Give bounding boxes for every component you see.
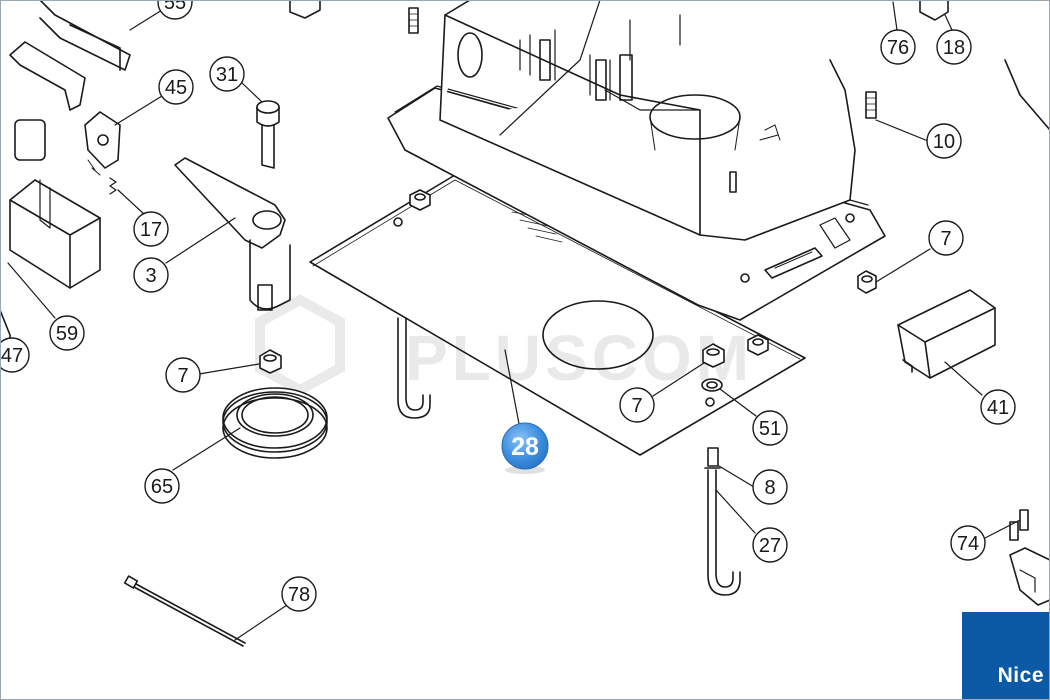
nut-plate-mid — [747, 334, 769, 356]
callout-10-label: 10 — [933, 131, 955, 153]
callout-76[interactable]: 76 — [880, 29, 916, 65]
hook-rod-left — [397, 317, 431, 419]
cover-cap-part-41 — [897, 289, 996, 379]
callout-45-label: 45 — [165, 77, 187, 99]
pins-part-74 — [1009, 509, 1029, 541]
callout-18[interactable]: 18 — [936, 29, 972, 65]
callout-7-left[interactable]: 7 — [165, 357, 201, 393]
callout-78[interactable]: 78 — [281, 576, 317, 612]
nut-part-7-right — [857, 270, 877, 294]
screw-part-31 — [256, 100, 280, 169]
callout-51-label: 51 — [759, 418, 781, 440]
callout-17[interactable]: 17 — [133, 211, 169, 247]
callout-7-left-label: 7 — [177, 365, 188, 387]
callout-28-label: 28 — [511, 433, 539, 461]
seal-ring-part-65 — [222, 387, 328, 459]
nut-part-7-plate — [702, 343, 725, 368]
callout-47[interactable]: 47 — [0, 337, 30, 373]
callout-27-label: 27 — [759, 535, 781, 557]
callout-51[interactable]: 51 — [752, 410, 788, 446]
callout-41[interactable]: 41 — [980, 389, 1016, 425]
callout-45[interactable]: 45 — [158, 69, 194, 105]
callout-78-label: 78 — [288, 584, 310, 606]
threaded-rod-part-27 — [704, 447, 741, 596]
callouts: 55 76 18 45 31 10 17 3 7 59 47 7 41 7 51… — [0, 0, 1016, 612]
callout-74-label: 74 — [957, 533, 979, 555]
callout-8-label: 8 — [764, 477, 775, 499]
callout-41-label: 41 — [987, 397, 1009, 419]
cable-right-edge — [1004, 59, 1050, 131]
nut-plate-left — [409, 189, 431, 211]
callout-74[interactable]: 74 — [950, 525, 986, 561]
callout-27[interactable]: 27 — [752, 527, 788, 563]
callout-7-plate-label: 7 — [631, 395, 642, 417]
callout-7-right-label: 7 — [940, 228, 951, 250]
spring-part-17 — [109, 177, 117, 195]
handle-left — [9, 41, 86, 111]
leader-lines — [7, 1, 1021, 641]
callout-65-label: 65 — [151, 476, 173, 498]
callout-28-highlighted[interactable]: 28 — [501, 422, 549, 474]
callout-59[interactable]: 59 — [49, 315, 85, 351]
brand-logo-tile: Nice — [962, 612, 1050, 700]
bracket-part-55 — [39, 0, 131, 71]
watermark-text: PLUSCOM — [405, 322, 753, 394]
callout-7-plate[interactable]: 7 — [619, 387, 655, 423]
top-small-block — [289, 0, 321, 19]
callout-55[interactable]: 55 — [157, 0, 193, 20]
clip-part-45 — [84, 111, 121, 176]
nut-part-7-left — [259, 349, 282, 374]
callout-59-label: 59 — [56, 323, 78, 345]
cable-tie-part-78 — [123, 575, 246, 647]
callout-76-label: 76 — [887, 37, 909, 59]
set-screw-top — [408, 7, 419, 34]
release-lever-part-3 — [174, 157, 291, 311]
block-part-59 — [9, 119, 101, 289]
callout-65[interactable]: 65 — [144, 468, 180, 504]
motor-housing — [387, 0, 886, 321]
callout-3[interactable]: 3 — [133, 257, 169, 293]
callout-31-label: 31 — [216, 64, 238, 86]
gasket-plate-part-28 — [309, 157, 806, 456]
washer-part-51 — [701, 378, 723, 392]
callout-8[interactable]: 8 — [752, 469, 788, 505]
watermark: PLUSCOM — [255, 294, 753, 396]
bracket-part-18 — [919, 0, 949, 21]
set-screw-part-10 — [865, 91, 877, 119]
clamp-part-74 — [1009, 547, 1050, 606]
callout-3-label: 3 — [145, 265, 156, 287]
callout-18-label: 18 — [943, 37, 965, 59]
callout-10[interactable]: 10 — [926, 123, 962, 159]
callout-55-label: 55 — [164, 0, 186, 14]
callout-17-label: 17 — [140, 219, 162, 241]
callout-7-right[interactable]: 7 — [928, 220, 964, 256]
callout-31[interactable]: 31 — [209, 56, 245, 92]
callout-47-label: 47 — [1, 345, 23, 367]
brand-logo-text: Nice — [997, 664, 1044, 687]
